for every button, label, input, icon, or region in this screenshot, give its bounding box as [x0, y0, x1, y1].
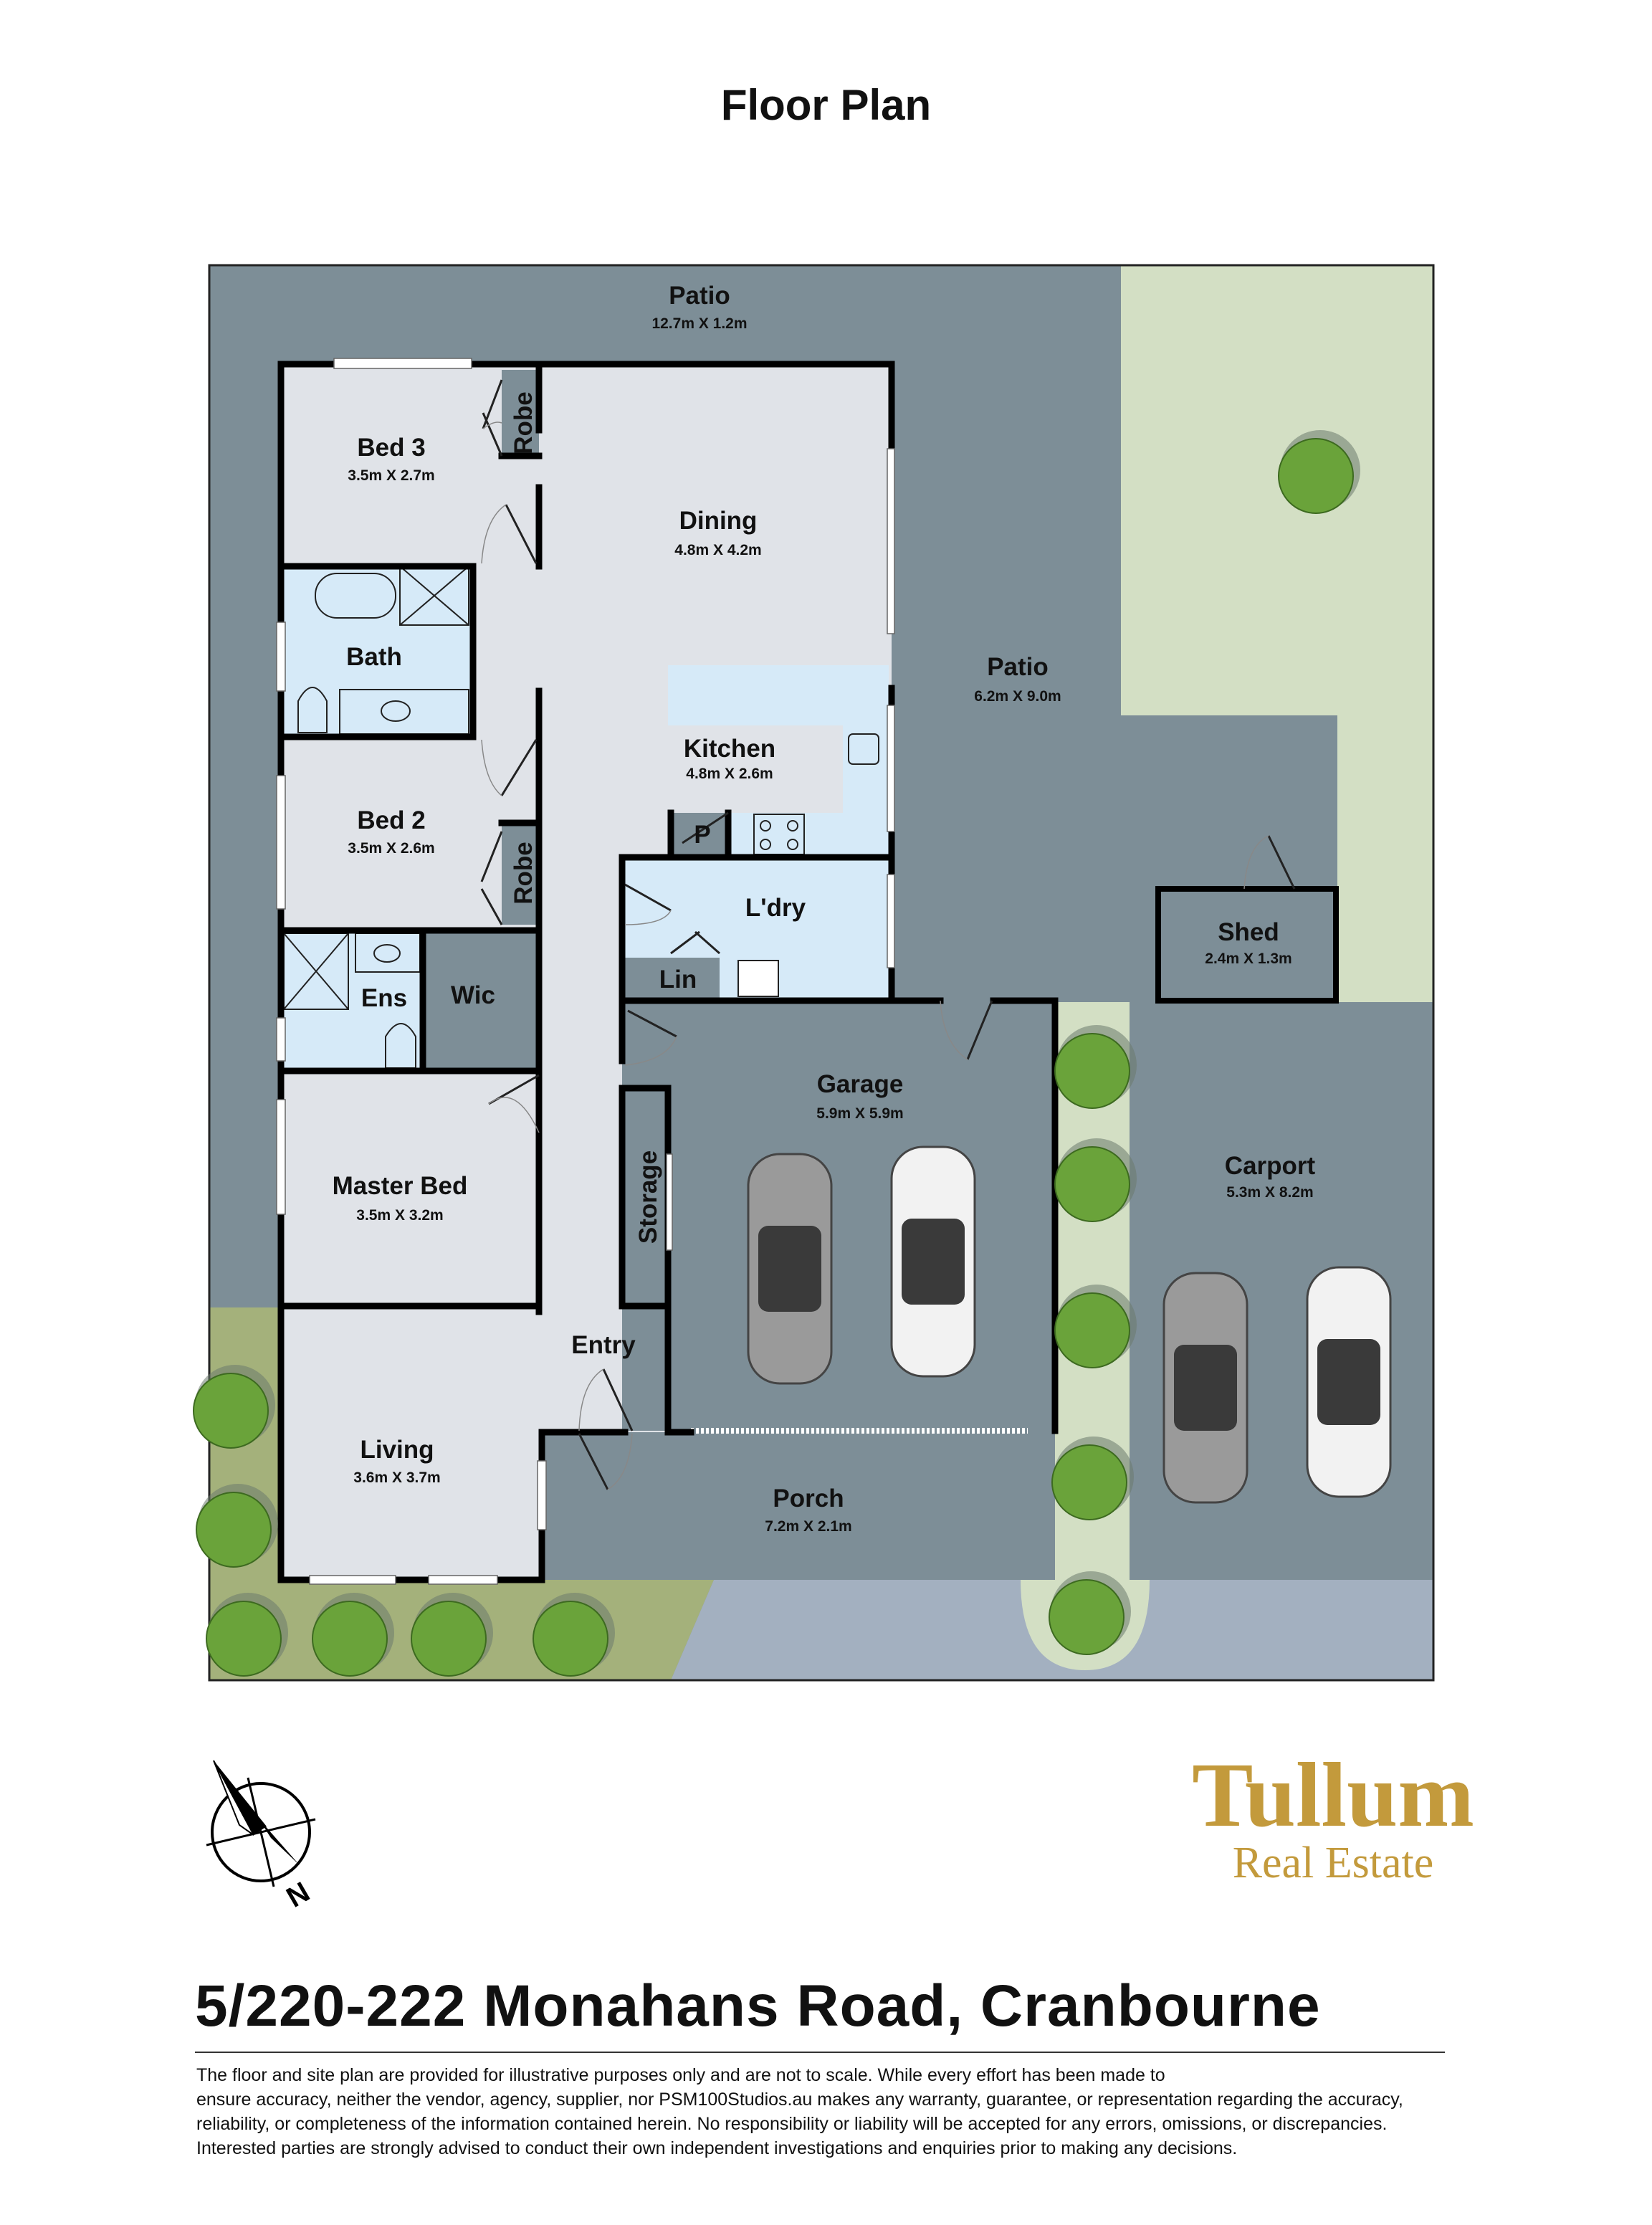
doors — [480, 379, 1296, 1490]
tree-icon — [1051, 1444, 1127, 1520]
front-grass — [209, 1307, 714, 1680]
label-wic: Wic — [451, 981, 495, 1009]
dims-dining: 4.8m X 4.2m — [674, 542, 761, 558]
label-kitchen: Kitchen — [684, 735, 775, 763]
storage-floor — [622, 1088, 668, 1306]
dims-bed2: 3.5m X 2.6m — [348, 840, 434, 857]
disclaimer-line: reliability, or completeness of the info… — [196, 2114, 1388, 2134]
kitchen-floor — [668, 665, 889, 857]
tree-icon — [193, 1373, 269, 1449]
label-robe-2: Robe — [510, 842, 538, 905]
tree-icon — [196, 1492, 272, 1568]
ensuite-toilet-icon — [385, 1023, 416, 1069]
label-bath: Bath — [346, 643, 402, 671]
page-title: Floor Plan — [720, 81, 932, 129]
label-porch: Porch — [773, 1485, 844, 1512]
dims-living: 3.6m X 3.7m — [353, 1469, 440, 1486]
disclaimer-line: The floor and site plan are provided for… — [196, 2065, 1165, 2085]
trees — [193, 430, 1360, 1677]
label-shed: Shed — [1218, 918, 1279, 946]
label-robe-1: Robe — [510, 391, 538, 454]
toilet-icon — [297, 687, 328, 733]
label-master-bed: Master Bed — [333, 1172, 468, 1200]
dims-porch: 7.2m X 2.1m — [765, 1518, 851, 1535]
disclaimer-line: ensure accuracy, neither the vendor, age… — [196, 2090, 1403, 2110]
logo-real-estate: Real Estate — [1232, 1839, 1434, 1887]
shed — [1155, 886, 1339, 1004]
disclaimer: The floor and site plan are provided for… — [196, 2063, 1486, 2160]
dims-patio-side: 6.2m X 9.0m — [974, 688, 1061, 705]
label-patio-top: Patio — [669, 282, 730, 310]
label-living: Living — [360, 1436, 434, 1464]
laundry-tub-icon — [737, 960, 779, 997]
north-compass-icon: N — [206, 1760, 316, 1914]
label-pantry: P — [694, 821, 710, 849]
disclaimer-line: Interested parties are strongly advised … — [196, 2138, 1238, 2158]
tree-icon — [1049, 1579, 1125, 1655]
robe-2-floor — [502, 823, 539, 925]
label-entry: Entry — [571, 1331, 636, 1359]
lawn-area — [1121, 265, 1433, 1002]
dims-patio-top: 12.7m X 1.2m — [651, 315, 747, 332]
label-ensuite: Ens — [361, 984, 407, 1012]
label-storage: Storage — [634, 1150, 662, 1244]
tree-icon — [206, 1601, 282, 1677]
robe-1-floor — [502, 370, 539, 456]
logo-tullum: Tullum — [1192, 1744, 1474, 1846]
dims-shed: 2.4m X 1.3m — [1205, 950, 1291, 967]
garage-floor — [622, 1001, 1055, 1431]
tree-icon — [1054, 1033, 1130, 1109]
tree-icon — [1054, 1146, 1130, 1222]
porch-floor — [542, 1432, 1055, 1580]
divider — [195, 2052, 1445, 2053]
label-patio-side: Patio — [987, 653, 1049, 681]
label-garage: Garage — [817, 1070, 904, 1098]
cars — [747, 1145, 1392, 1504]
dims-garage: 5.9m X 5.9m — [816, 1105, 903, 1122]
tree-icon — [1278, 438, 1354, 514]
label-carport: Carport — [1225, 1152, 1316, 1180]
tree-icon — [1054, 1292, 1130, 1368]
tree-icon — [411, 1601, 487, 1677]
label-bed3: Bed 3 — [357, 434, 425, 462]
dims-carport: 5.3m X 8.2m — [1226, 1184, 1313, 1201]
property-address: 5/220-222 Monahans Road, Cranbourne — [195, 1973, 1321, 2039]
linen-floor — [625, 958, 720, 1001]
dims-master-bed: 3.5m X 3.2m — [356, 1207, 443, 1224]
dims-kitchen: 4.8m X 2.6m — [686, 766, 773, 782]
label-linen: Lin — [659, 966, 697, 994]
label-bed2: Bed 2 — [357, 806, 425, 834]
bathtub-icon — [315, 573, 396, 619]
label-dining: Dining — [679, 507, 758, 535]
tree-icon — [533, 1601, 608, 1677]
wic-floor — [423, 930, 539, 1071]
compass-label: N — [282, 1876, 315, 1914]
sink-icon — [848, 733, 879, 765]
label-laundry: L'dry — [745, 894, 806, 922]
tree-icon — [312, 1601, 388, 1677]
dims-bed3: 3.5m X 2.7m — [348, 467, 434, 484]
